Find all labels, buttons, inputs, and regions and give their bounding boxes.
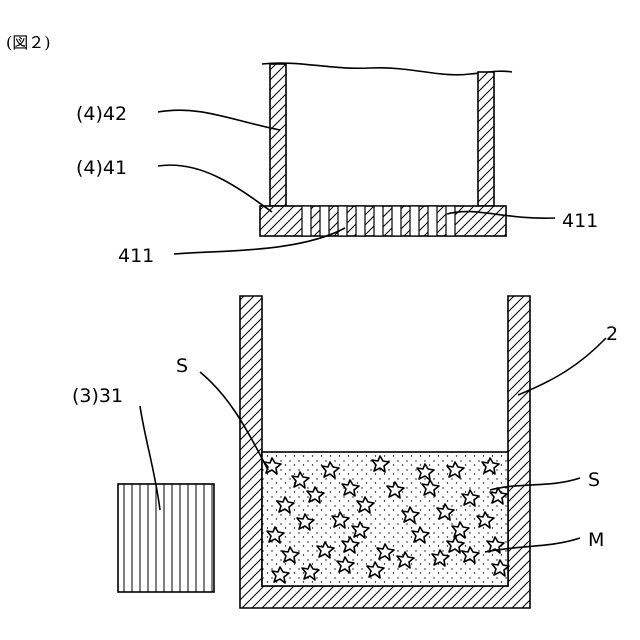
container-assembly [240,296,530,608]
leader-42 [158,110,280,130]
base-hole [410,206,419,236]
tube-wall-right [478,72,494,206]
label-m: M [588,529,604,551]
label-s-left: S [176,355,188,377]
label-41: (4)41 [76,157,127,179]
label-411-bottom: 411 [118,245,154,267]
label-411-right: 411 [562,210,598,232]
tube-assembly [260,63,512,236]
label-s-right: S [588,469,600,491]
label-31: (3)31 [72,385,123,407]
label-2: 2 [606,323,618,345]
leader-2 [518,338,606,395]
base-holes [302,206,455,236]
tube-wall-left [270,64,286,206]
leader-41 [158,165,272,212]
base-hole [356,206,365,236]
block-31 [118,484,214,592]
base-hole [374,206,383,236]
base-hole [428,206,437,236]
base-hole [392,206,401,236]
label-42: (4)42 [76,103,127,125]
base-hole [446,206,455,236]
base-hole [302,206,311,236]
tube-break-line [262,63,512,75]
figure-title: (図２) [6,33,51,52]
base-hole [320,206,329,236]
